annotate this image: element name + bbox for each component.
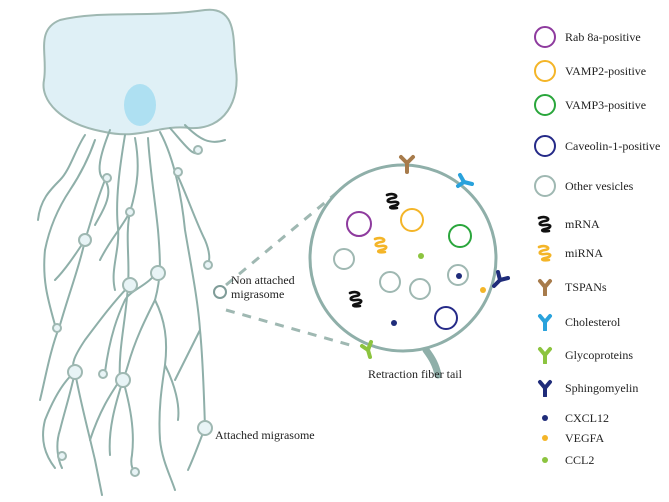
legend-swatch-vamp2-positive bbox=[534, 60, 556, 82]
legend-label-sphingomyelin: Sphingomyelin bbox=[565, 381, 639, 395]
caveolin1-vesicle bbox=[434, 306, 458, 330]
legend-label-vamp2-positive: VAMP2-positive bbox=[565, 64, 647, 78]
zoom-line-top bbox=[225, 188, 341, 287]
retraction-fiber bbox=[39, 179, 106, 401]
retraction-fiber bbox=[122, 299, 156, 381]
legend-swatch-glycoproteins bbox=[538, 347, 552, 364]
migrasome-enlarged bbox=[308, 155, 510, 379]
migrasome bbox=[122, 277, 138, 293]
legend-swatch-tspans bbox=[538, 279, 552, 296]
legend-swatch-mrna bbox=[537, 215, 552, 233]
zoom-line-bottom bbox=[225, 308, 351, 347]
retraction-fiber bbox=[164, 364, 180, 421]
legend-swatch-mirna bbox=[537, 244, 552, 262]
retraction-fiber bbox=[174, 169, 211, 266]
migrasome-membrane bbox=[308, 163, 498, 353]
glycoprotein-receptor bbox=[360, 340, 373, 359]
legend-swatch-ccl2 bbox=[542, 457, 548, 463]
retraction-fiber bbox=[99, 211, 131, 261]
migrasome bbox=[193, 145, 203, 155]
migrasome bbox=[150, 265, 166, 281]
nucleus bbox=[124, 84, 156, 126]
migrasome bbox=[67, 364, 83, 380]
retraction-fiber bbox=[112, 134, 126, 291]
migrasome bbox=[197, 420, 213, 436]
migrasome bbox=[57, 451, 67, 461]
migrasomes bbox=[52, 145, 213, 477]
non-attached-label-line-2: migrasome bbox=[231, 287, 285, 301]
vegfa-dot bbox=[480, 287, 486, 293]
retraction-fiber bbox=[118, 137, 139, 381]
legend-label-tspans: TSPANs bbox=[565, 280, 607, 294]
cell bbox=[42, 8, 238, 136]
rab8a-vesicle bbox=[346, 211, 372, 237]
legend-label-vamp3-positive: VAMP3-positive bbox=[565, 98, 647, 112]
retraction-fiber bbox=[154, 299, 176, 491]
retraction-fiber-tail-label: Retraction fiber tail bbox=[368, 367, 462, 381]
migrasome bbox=[130, 467, 140, 477]
legend-swatch-other-vesicles bbox=[534, 175, 556, 197]
migrasome bbox=[125, 207, 135, 217]
retraction-fiber bbox=[72, 284, 131, 373]
legend-label-cholesterol: Cholesterol bbox=[565, 315, 621, 329]
migrasome bbox=[52, 323, 62, 333]
attached-migrasome-label: Attached migrasome bbox=[215, 428, 315, 442]
non-attached-label-line-1: Non attached bbox=[231, 273, 295, 287]
tspans-receptor bbox=[399, 155, 415, 174]
retraction-fiber bbox=[174, 329, 201, 381]
legend-label-other-vesicles: Other vesicles bbox=[565, 179, 634, 193]
zoom-lines bbox=[225, 188, 351, 347]
retraction-fiber-tail bbox=[422, 346, 442, 379]
other-vesicle bbox=[379, 271, 401, 293]
retraction-fiber bbox=[89, 379, 121, 441]
non-attached-label: Non attached migrasome bbox=[231, 273, 295, 301]
migrasome bbox=[78, 233, 92, 247]
legend-label-cxcl12: CXCL12 bbox=[565, 411, 610, 425]
migrasome bbox=[173, 167, 183, 177]
retraction-fiber bbox=[42, 371, 76, 469]
legend-swatch-vegfa bbox=[542, 435, 548, 441]
legend-label-rab-8a-positive: Rab 8a-positive bbox=[565, 30, 641, 44]
retraction-fiber bbox=[159, 131, 206, 429]
legend-symbols bbox=[534, 26, 556, 463]
other-vesicle bbox=[333, 248, 355, 270]
other-vesicle bbox=[409, 278, 431, 300]
legend-swatch-sphingomyelin bbox=[538, 380, 552, 397]
legend-label-glycoproteins: Glycoproteins bbox=[565, 348, 633, 362]
legend-label-vegfa: VEGFA bbox=[565, 431, 605, 445]
vamp2-vesicle bbox=[400, 208, 424, 232]
retraction-fiber bbox=[184, 124, 226, 143]
retraction-fiber bbox=[37, 134, 86, 221]
legend-label-mrna: mRNA bbox=[565, 217, 600, 231]
cxcl12-dot bbox=[391, 320, 397, 326]
legend-swatch-cholesterol bbox=[538, 314, 552, 331]
legend-label-ccl2: CCL2 bbox=[565, 453, 595, 467]
cholesterol-receptor bbox=[456, 173, 474, 188]
non-attached-migrasome bbox=[213, 285, 227, 299]
legend-swatch-vamp3-positive bbox=[534, 94, 556, 116]
other-vesicle bbox=[447, 264, 469, 286]
retraction-fiber bbox=[74, 371, 103, 496]
migrasome bbox=[115, 372, 131, 388]
legend-swatch-cxcl12 bbox=[542, 415, 548, 421]
legend-label-mirna: miRNA bbox=[565, 246, 604, 260]
ccl2-dot bbox=[418, 253, 424, 259]
migrasome bbox=[203, 260, 213, 270]
retraction-fibers bbox=[37, 124, 226, 496]
vamp3-vesicle bbox=[448, 224, 472, 248]
retraction-fiber bbox=[122, 379, 136, 473]
cxcl12-dot bbox=[456, 273, 462, 279]
sphingomyelin-receptor bbox=[492, 270, 510, 288]
retraction-fiber bbox=[104, 269, 159, 373]
legend-swatch-caveolin-1-positive bbox=[534, 135, 556, 157]
migrasome bbox=[98, 369, 108, 379]
legend-label-caveolin-1-positive: Caveolin-1-positive bbox=[565, 139, 661, 153]
retraction-fiber bbox=[43, 249, 56, 326]
legend-swatch-rab-8a-positive bbox=[534, 26, 556, 48]
retraction-fiber bbox=[44, 139, 96, 251]
migrasome bbox=[102, 173, 112, 183]
cell-body bbox=[42, 8, 238, 136]
